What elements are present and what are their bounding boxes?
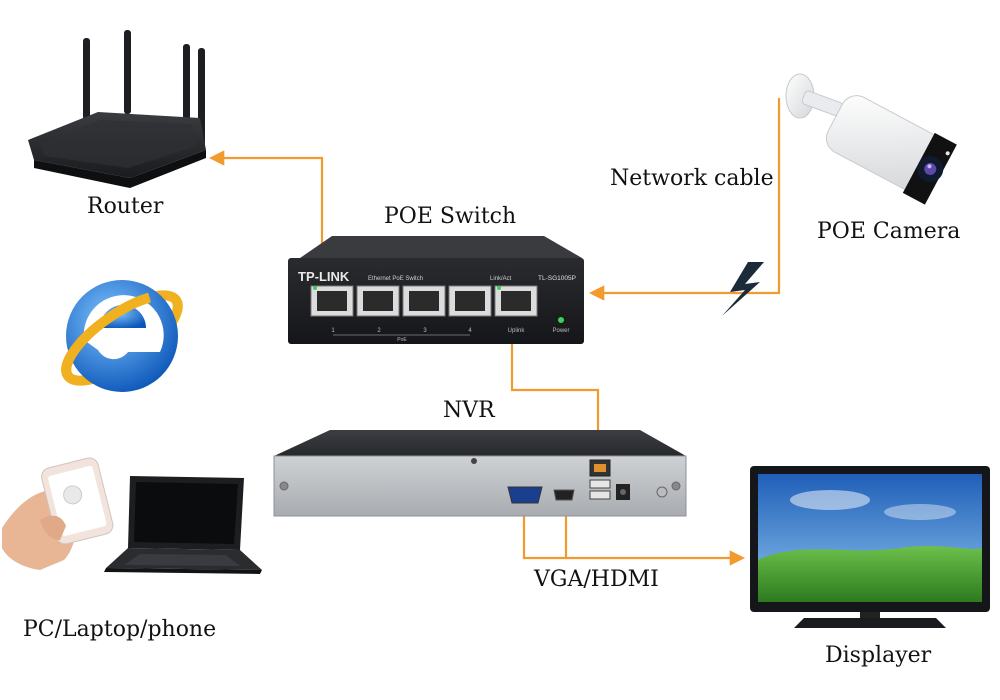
camera-icon [785, 73, 957, 205]
phone-icon [2, 457, 114, 570]
switch-port-label-4: 4 [468, 328, 472, 334]
clients-label: PC/Laptop/phone [23, 617, 217, 642]
cables [208, 98, 781, 566]
router-icon [28, 30, 206, 188]
nvr-hdmi-port [553, 489, 575, 501]
cable-nvr-vga [522, 505, 746, 566]
switch-uplink-label: Uplink [508, 328, 526, 334]
switch-brand-label: TP-LINK [298, 269, 350, 284]
switch-port-label-1: 1 [331, 328, 335, 334]
lightning-icon [722, 262, 764, 316]
switch-poe-tag: PoE [397, 337, 407, 343]
poe-camera-label: POE Camera [817, 219, 961, 244]
nvr-icon [273, 430, 687, 517]
ie-browser-icon [61, 280, 183, 392]
router-label: Router [87, 194, 164, 219]
switch-series-label: Ethernet PoE Switch [368, 276, 423, 282]
switch-linkact-label: Link/Act [490, 276, 512, 282]
nvr-label: NVR [443, 398, 495, 423]
switch-port-label-2: 2 [377, 328, 381, 334]
monitor-icon [750, 466, 990, 628]
switch-power-label: Power [552, 328, 569, 334]
vga-hdmi-label: VGA/HDMI [534, 567, 659, 592]
switch-power-led [558, 317, 564, 323]
switch-port-label-3: 3 [423, 328, 427, 334]
displayer-label: Displayer [825, 643, 932, 668]
network-cable-label: Network cable [610, 166, 774, 191]
laptop-icon [104, 476, 262, 574]
nvr-usb-port [589, 479, 611, 489]
cable-switch-to-nvr [510, 315, 600, 468]
poe-switch-label: POE Switch [384, 204, 517, 229]
cable-camera-to-switch [588, 98, 781, 301]
switch-model-label: TL-SG1005P [538, 275, 576, 282]
nvr-vga-port [507, 486, 543, 504]
poe-switch-icon: TP-LINK Ethernet PoE Switch Link/Act TL-… [288, 236, 584, 344]
switch-ports [310, 285, 538, 317]
